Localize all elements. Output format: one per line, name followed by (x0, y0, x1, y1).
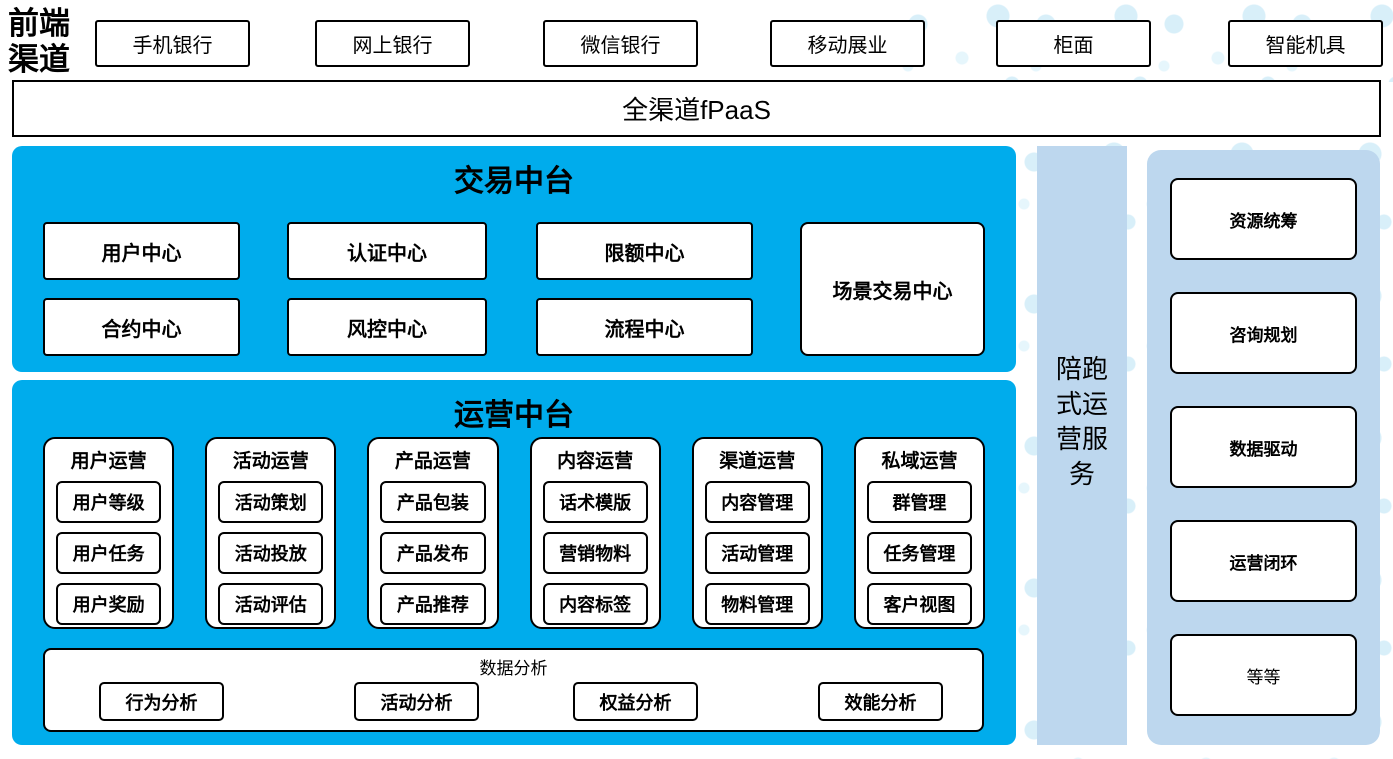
service-box-ops-loop: 运营闭环 (1170, 520, 1357, 602)
center-box-limit: 限额中心 (536, 222, 753, 280)
ops-column-user: 用户运营 用户等级 用户任务 用户奖励 (43, 437, 175, 629)
channel-box-counter: 柜面 (996, 20, 1151, 67)
ops-column-title: 活动运营 (232, 451, 309, 472)
ops-column-items: 活动策划 活动投放 活动评估 (207, 481, 334, 625)
analysis-box-activity: 活动分析 (354, 682, 479, 721)
channel-box-online-banking: 网上银行 (315, 20, 470, 67)
ops-item: 内容管理 (704, 481, 810, 523)
ops-column-items: 话术模版 营销物料 内容标签 (532, 481, 659, 625)
center-box-process: 流程中心 (536, 298, 753, 356)
ops-column-private-domain: 私域运营 群管理 任务管理 客户视图 (853, 437, 986, 629)
ops-item: 营销物料 (542, 532, 648, 574)
ops-platform-title: 运营中台 (454, 399, 574, 432)
ops-platform-panel: 运营中台 用户运营 用户等级 用户任务 用户奖励 活动运营 活动策划 活动投放 … (12, 380, 1016, 745)
analysis-box-rights: 权益分析 (573, 682, 698, 721)
ops-item: 任务管理 (866, 532, 973, 574)
ops-item: 用户奖励 (56, 583, 162, 625)
ops-column-content: 内容运营 话术模版 营销物料 内容标签 (529, 437, 661, 629)
analysis-box-efficiency: 效能分析 (818, 682, 943, 721)
ops-column-title: 内容运营 (557, 451, 634, 472)
ops-column-channel: 渠道运营 内容管理 活动管理 物料管理 (691, 437, 823, 629)
center-box-scene-trade: 场景交易中心 (800, 222, 985, 356)
ops-column-items: 用户等级 用户任务 用户奖励 (45, 481, 172, 625)
service-box-data-driven: 数据驱动 (1170, 406, 1357, 488)
trade-platform-panel: 交易中台 用户中心 认证中心 限额中心 合约中心 风控中心 流程中心 场景交易中… (12, 146, 1016, 372)
companion-service-bar: 陪跑式运营服务 (1037, 146, 1127, 745)
center-box-auth: 认证中心 (287, 222, 487, 280)
ops-item: 话术模版 (542, 481, 648, 523)
ops-columns: 用户运营 用户等级 用户任务 用户奖励 活动运营 活动策划 活动投放 活动评估 … (43, 437, 986, 629)
service-box-consulting: 咨询规划 (1170, 292, 1357, 374)
ops-column-title: 渠道运营 (719, 451, 796, 472)
ops-item: 活动管理 (704, 532, 810, 574)
analysis-box-behavior: 行为分析 (99, 682, 224, 721)
ops-column-items: 产品包装 产品发布 产品推荐 (369, 481, 496, 625)
fpaas-bar: 全渠道fPaaS (12, 80, 1381, 137)
center-box-contract: 合约中心 (43, 298, 240, 356)
ops-column-activity: 活动运营 活动策划 活动投放 活动评估 (205, 437, 337, 629)
ops-item: 用户等级 (56, 481, 162, 523)
front-channels-label: 前端渠道 (8, 6, 70, 77)
channel-box-mobile-banking: 手机银行 (95, 20, 250, 67)
service-panel: 资源统筹 咨询规划 数据驱动 运营闭环 等等 (1147, 150, 1380, 745)
service-box-etc: 等等 (1170, 634, 1357, 716)
ops-column-product: 产品运营 产品包装 产品发布 产品推荐 (367, 437, 499, 629)
channel-box-smart-devices: 智能机具 (1228, 20, 1383, 67)
channel-box-wechat-banking: 微信银行 (543, 20, 698, 67)
ops-column-title: 用户运营 (70, 451, 147, 472)
ops-column-items: 群管理 任务管理 客户视图 (856, 481, 983, 625)
center-box-risk: 风控中心 (287, 298, 487, 356)
ops-item: 活动策划 (218, 481, 324, 523)
service-box-resource-planning: 资源统筹 (1170, 178, 1357, 260)
companion-service-label: 陪跑式运营服务 (1055, 353, 1108, 489)
ops-item: 内容标签 (542, 583, 648, 625)
center-box-user: 用户中心 (43, 222, 240, 280)
ops-column-items: 内容管理 活动管理 物料管理 (694, 481, 821, 625)
ops-item: 用户任务 (56, 532, 162, 574)
ops-item: 物料管理 (704, 583, 810, 625)
data-analysis-title: 数据分析 (479, 659, 548, 678)
ops-item: 群管理 (866, 481, 973, 523)
trade-platform-title: 交易中台 (454, 165, 574, 198)
ops-item: 产品发布 (380, 532, 486, 574)
ops-column-title: 私域运营 (881, 451, 958, 472)
ops-item: 活动评估 (218, 583, 324, 625)
channel-box-mobile-sales: 移动展业 (770, 20, 925, 67)
ops-item: 活动投放 (218, 532, 324, 574)
ops-item: 产品推荐 (380, 583, 486, 625)
data-analysis-bar: 数据分析 行为分析 活动分析 权益分析 效能分析 (43, 648, 984, 732)
ops-item: 产品包装 (380, 481, 486, 523)
ops-item: 客户视图 (866, 583, 973, 625)
ops-column-title: 产品运营 (394, 451, 471, 472)
